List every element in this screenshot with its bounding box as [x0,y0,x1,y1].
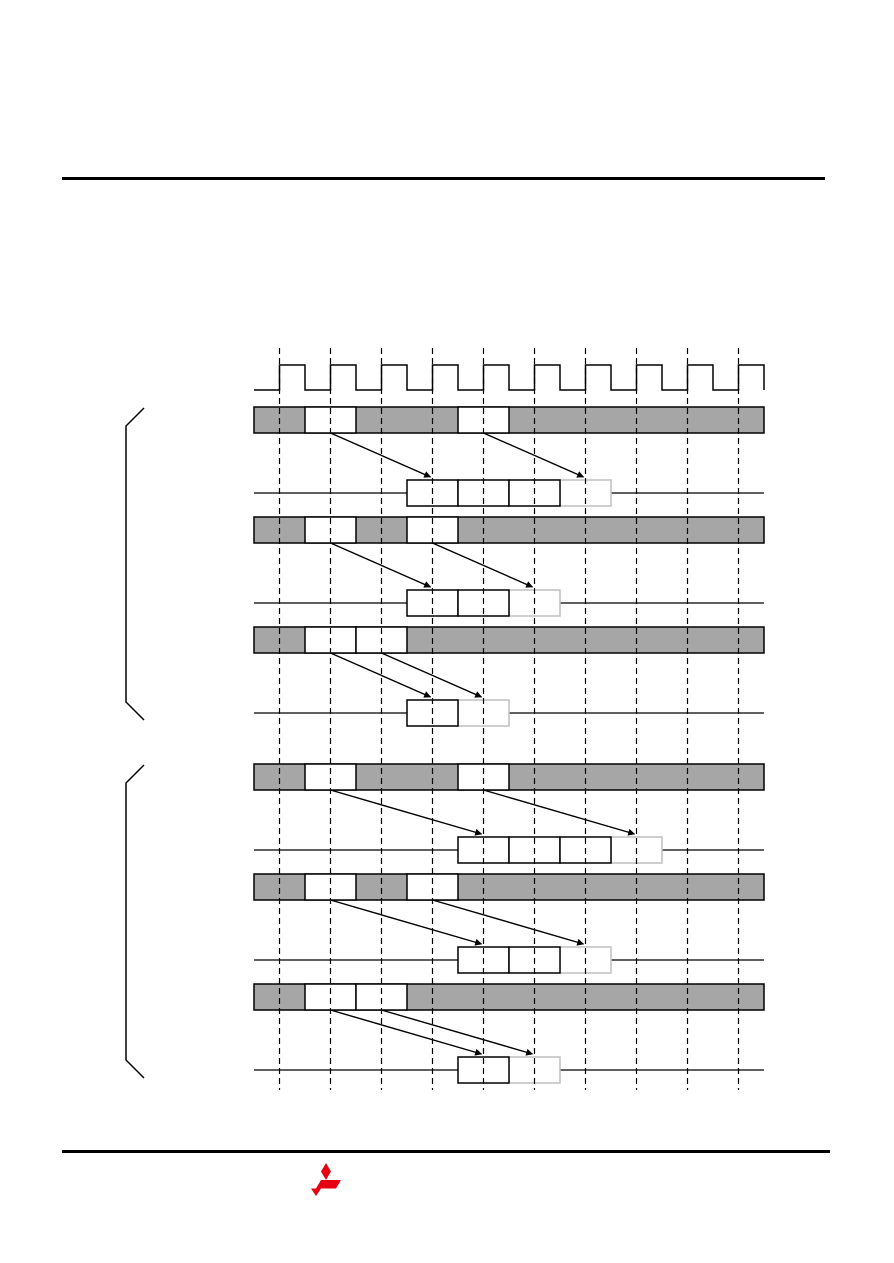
command-slot [304,763,357,791]
latency-arrow [432,542,534,588]
latency-arrow [483,432,585,478]
latency-arrow [381,1009,534,1056]
command-slot [457,763,510,791]
command-slot [406,873,459,901]
latency-arrow [330,542,432,588]
header-rule [62,177,825,180]
group-brace [125,407,145,721]
latency-arrow [381,652,483,698]
timing-rows [253,406,765,1084]
command-slot [355,983,408,1011]
latency-arrow [330,899,483,946]
latency-arrow [330,432,432,478]
command-slot [304,873,357,901]
latency-arrow [330,1009,483,1056]
command-slot [304,983,357,1011]
latency-arrow [483,789,636,836]
latency-arrow [432,899,585,946]
three-diamond-logo-icon [311,1163,341,1196]
latency-arrow [330,652,432,698]
group-braces [125,407,145,1079]
latency-arrow [330,789,483,836]
footer-rule [62,1150,830,1153]
cycle-gridlines [278,348,740,1090]
group-brace [125,764,145,1079]
